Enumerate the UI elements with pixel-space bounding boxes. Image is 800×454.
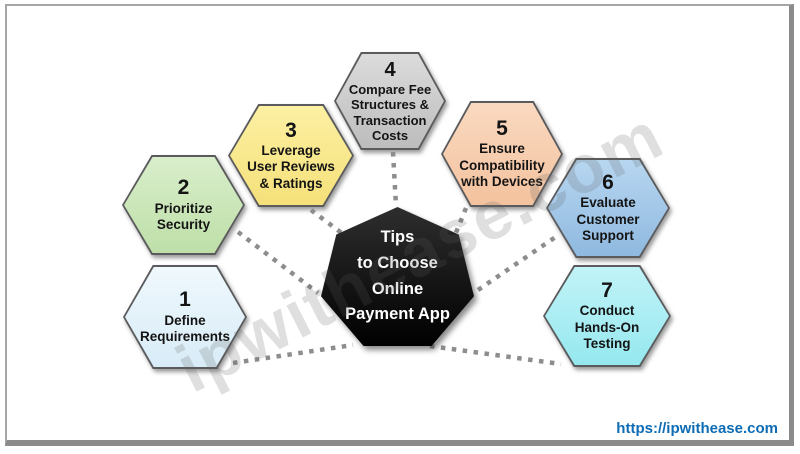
step-number: 1	[179, 288, 191, 312]
step-label: Evaluate Customer Support	[576, 195, 640, 244]
step-number: 5	[496, 117, 508, 141]
hexagon-evaluate-customer-support: 6 Evaluate Customer Support	[546, 158, 670, 258]
step-number: 2	[177, 176, 190, 200]
connector-1	[232, 342, 354, 366]
step-number: 7	[601, 279, 613, 303]
hexagon-leverage-user-reviews: 3 Leverage User Reviews & Ratings	[228, 104, 354, 207]
center-heptagon: Tips to Choose Online Payment App	[321, 207, 474, 346]
hexagon-conduct-hands-on-testing: 7 Conduct Hands-On Testing	[543, 265, 671, 367]
step-number: 4	[384, 58, 396, 81]
connector-4	[390, 151, 399, 207]
step-number: 6	[602, 171, 614, 195]
hexagon-prioritize-security: 2 Prioritize Security	[122, 155, 245, 255]
step-label: Prioritize Security	[154, 200, 213, 233]
step-label: Define Requirements	[139, 312, 231, 345]
step-label: Ensure Compatibility with Devices	[459, 141, 545, 190]
diagram-title: Tips to Choose Online Payment App	[345, 228, 450, 324]
step-label: Conduct Hands-On Testing	[574, 303, 640, 352]
connector-2	[236, 230, 320, 295]
step-label: Leverage User Reviews & Ratings	[247, 142, 335, 191]
site-link[interactable]: https://ipwithease.com	[616, 420, 778, 437]
connector-7	[429, 343, 562, 367]
step-label: Compare Fee Structures & Transaction Cos…	[348, 81, 432, 143]
hexagon-define-requirements: 1 Define Requirements	[123, 265, 247, 369]
hexagon-compare-fee-structures: 4 Compare Fee Structures & Transaction C…	[334, 52, 446, 150]
step-number: 3	[285, 118, 297, 142]
hexagon-ensure-compatibility: 5 Ensure Compatibility with Devices	[441, 101, 563, 207]
